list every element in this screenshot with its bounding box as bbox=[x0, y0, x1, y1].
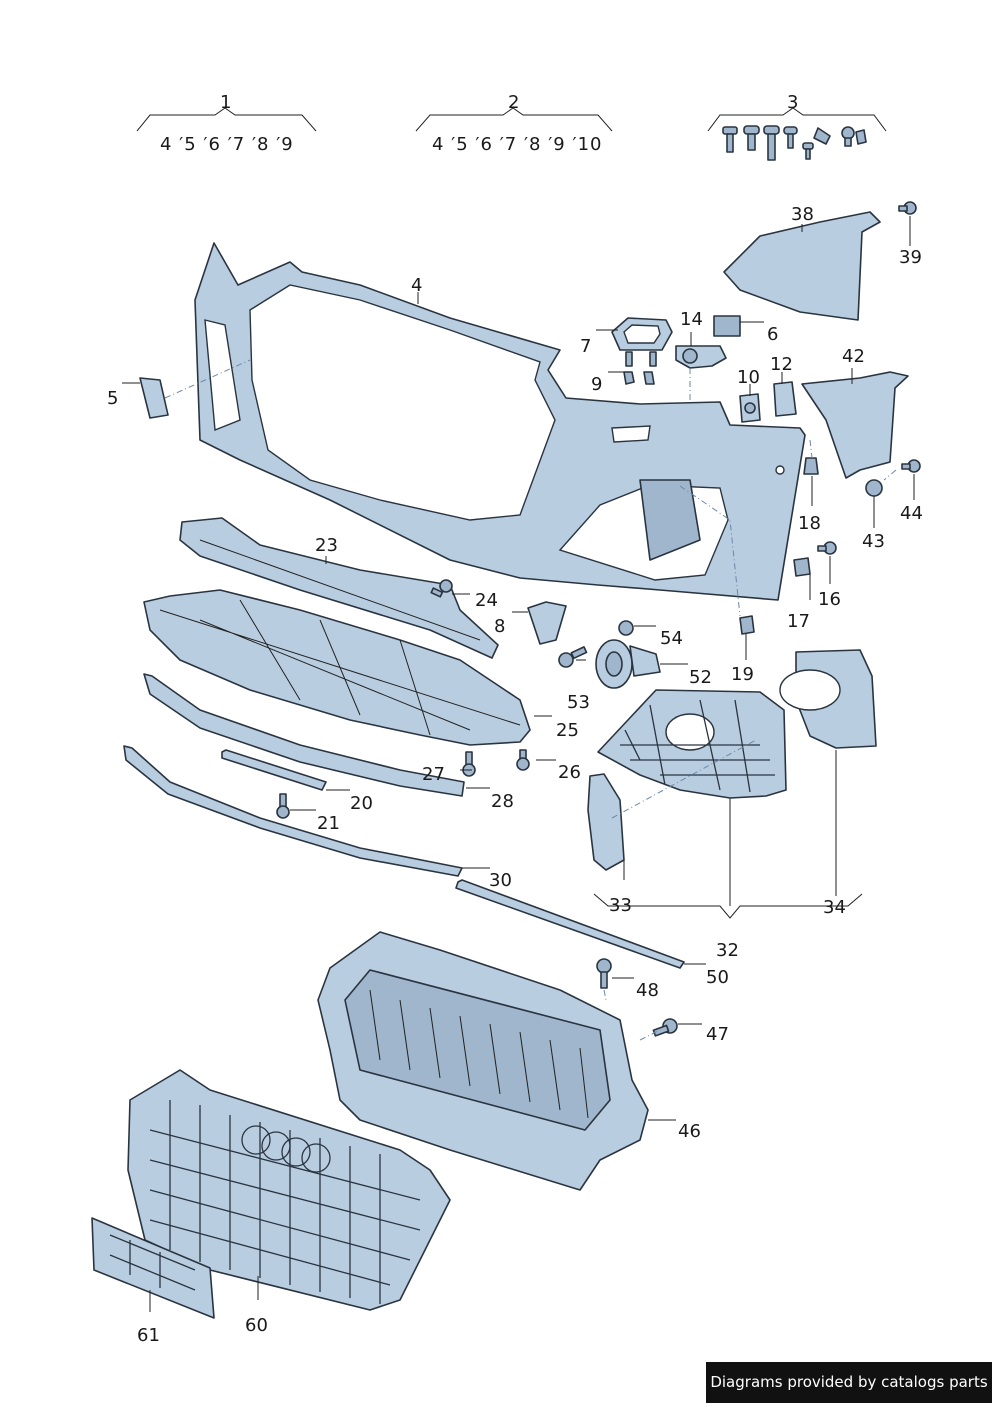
part-6 bbox=[713, 315, 741, 337]
group-brace-1 bbox=[136, 107, 317, 132]
sensor-holder-14-part bbox=[675, 345, 727, 369]
part-label-4: 4 bbox=[411, 275, 423, 296]
screw-48-part bbox=[596, 958, 612, 989]
group-label-1: 1 bbox=[220, 92, 232, 113]
grille-frame-46-part bbox=[317, 931, 649, 1191]
assembly-lines bbox=[164, 359, 897, 1041]
screw-27-part bbox=[462, 751, 476, 777]
screw-53-part bbox=[558, 646, 588, 668]
part-label-42: 42 bbox=[842, 346, 865, 367]
part-label-23: 23 bbox=[315, 535, 338, 556]
bracket-42-part bbox=[801, 371, 909, 479]
trim-33-part bbox=[587, 773, 625, 871]
part-label-28: 28 bbox=[491, 791, 514, 812]
cover-34-part bbox=[779, 649, 877, 749]
part-label-32: 32 bbox=[716, 940, 739, 961]
screw-16-part bbox=[817, 541, 837, 555]
plate-bracket-61-part bbox=[91, 1217, 215, 1319]
part-label-6: 6 bbox=[767, 324, 779, 345]
part-label-7: 7 bbox=[580, 336, 592, 357]
part-label-21: 21 bbox=[317, 813, 340, 834]
screw-21-part bbox=[276, 793, 290, 819]
screw-44-part bbox=[901, 459, 921, 473]
part-label-61: 61 bbox=[137, 1325, 160, 1346]
part-10 bbox=[739, 393, 761, 423]
fog-grille-32-part bbox=[597, 689, 787, 799]
part-label-9: 9 bbox=[591, 374, 603, 395]
part-label-5: 5 bbox=[107, 388, 119, 409]
part-label-16: 16 bbox=[818, 589, 841, 610]
part-label-30: 30 bbox=[489, 870, 512, 891]
part-20 bbox=[221, 749, 327, 791]
part-label-46: 46 bbox=[678, 1121, 701, 1142]
part-label-44: 44 bbox=[900, 503, 923, 524]
underbody-panel-25-part bbox=[143, 589, 531, 746]
footer-credit: Diagrams provided by catalogs parts bbox=[706, 1362, 992, 1403]
group-brace-2 bbox=[415, 107, 613, 132]
part-label-27: 27 bbox=[422, 764, 445, 785]
part-label-50: 50 bbox=[706, 967, 729, 988]
part-label-26: 26 bbox=[558, 762, 581, 783]
part-label-14: 14 bbox=[680, 309, 703, 330]
leader-lines bbox=[122, 216, 915, 1312]
clip-19-part bbox=[739, 615, 755, 635]
audi-rings-logo bbox=[241, 1125, 331, 1173]
part-label-18: 18 bbox=[798, 513, 821, 534]
part-label-60: 60 bbox=[245, 1315, 268, 1336]
bumper-cover-part bbox=[194, 242, 806, 601]
part-label-38: 38 bbox=[791, 204, 814, 225]
part-54 bbox=[618, 620, 634, 636]
trim-30-part bbox=[123, 745, 463, 877]
reinforcement-23-part bbox=[179, 517, 499, 659]
part-label-54: 54 bbox=[660, 628, 683, 649]
part-label-20: 20 bbox=[350, 793, 373, 814]
horn-52-part bbox=[595, 639, 661, 689]
part-label-39: 39 bbox=[899, 247, 922, 268]
part-label-25: 25 bbox=[556, 720, 579, 741]
group-label-2: 2 bbox=[508, 92, 520, 113]
part-12 bbox=[773, 381, 797, 417]
part-label-43: 43 bbox=[862, 531, 885, 552]
group-brace-3 bbox=[707, 107, 887, 132]
trim-28-part bbox=[143, 673, 465, 797]
part-label-53: 53 bbox=[567, 692, 590, 713]
part-label-34: 34 bbox=[823, 897, 846, 918]
part-label-19: 19 bbox=[731, 664, 754, 685]
part-label-48: 48 bbox=[636, 980, 659, 1001]
part-label-8: 8 bbox=[494, 616, 506, 637]
part-label-52: 52 bbox=[689, 667, 712, 688]
screw-47-part bbox=[652, 1018, 678, 1037]
part-label-17: 17 bbox=[787, 611, 810, 632]
group-members-2: 4 ′5 ′6 ′7 ′8 ′9 ′10 bbox=[432, 134, 603, 155]
group-members-1: 4 ′5 ′6 ′7 ′8 ′9 bbox=[160, 134, 294, 155]
part-label-47: 47 bbox=[706, 1024, 729, 1045]
main-grille-60-part bbox=[127, 1069, 451, 1311]
nut-17-part bbox=[793, 557, 811, 577]
screw-set-icon bbox=[722, 125, 867, 161]
screw-24-part bbox=[430, 579, 453, 598]
fastener-18-part bbox=[803, 457, 819, 475]
fastener-43-part bbox=[865, 479, 883, 497]
part-label-12: 12 bbox=[770, 354, 793, 375]
part-label-10: 10 bbox=[737, 367, 760, 388]
washer-cover-7-part bbox=[611, 317, 673, 367]
part-label-24: 24 bbox=[475, 590, 498, 611]
cover-8-part bbox=[527, 601, 567, 645]
strip-50-part bbox=[455, 879, 685, 969]
clip-9-part bbox=[623, 371, 655, 385]
liner-38-part bbox=[723, 211, 881, 321]
bracket-5-part bbox=[139, 377, 169, 419]
part-label-33: 33 bbox=[609, 895, 632, 916]
group-label-3: 3 bbox=[787, 92, 799, 113]
screw-39-part bbox=[898, 201, 917, 215]
screw-26-part bbox=[516, 749, 530, 771]
